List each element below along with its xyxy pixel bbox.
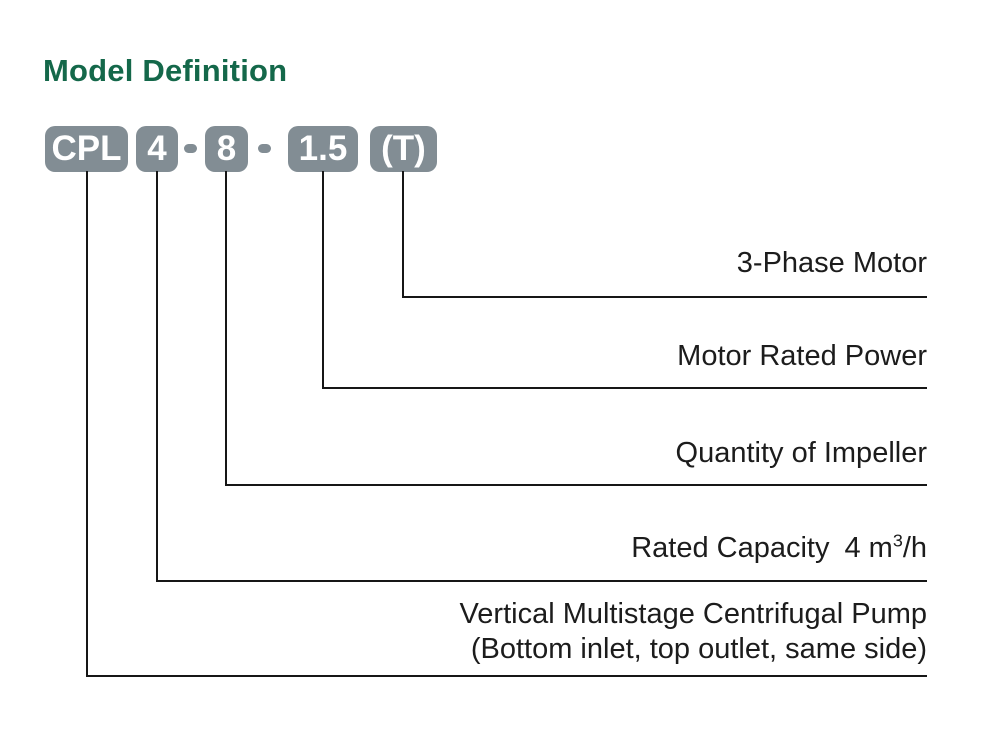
code-box-impeller-quantity: 8 — [205, 126, 248, 172]
connector-capacity-horizontal — [156, 580, 927, 582]
connector-impeller-vertical — [225, 171, 227, 486]
label-series-description: Vertical Multistage Centrifugal Pump (Bo… — [460, 597, 927, 667]
code-box-series: CPL — [45, 126, 128, 172]
page-title: Model Definition — [43, 53, 288, 88]
series-description-line2: (Bottom inlet, top outlet, same side) — [470, 633, 927, 665]
connector-power-horizontal — [322, 387, 927, 389]
rated-capacity-text: Rated Capacity — [631, 532, 830, 564]
connector-series-horizontal — [86, 675, 927, 677]
label-quantity-of-impeller: Quantity of Impeller — [675, 437, 927, 469]
connector-series-vertical — [86, 171, 88, 677]
connector-power-vertical — [322, 171, 324, 389]
code-box-rated-capacity: 4 — [136, 126, 178, 172]
code-box-motor-phase: (T) — [370, 126, 437, 172]
rated-capacity-value: 4 m3/h — [844, 530, 927, 564]
code-box-motor-power: 1.5 — [288, 126, 358, 172]
connector-capacity-vertical — [156, 171, 158, 582]
label-3-phase-motor: 3-Phase Motor — [736, 247, 927, 279]
connector-impeller-horizontal — [225, 484, 927, 486]
connector-phase-horizontal — [402, 296, 927, 298]
connector-phase-vertical — [402, 171, 404, 298]
label-rated-capacity: Rated Capacity 4 m3/h — [631, 531, 927, 566]
series-description-line1: Vertical Multistage Centrifugal Pump — [459, 598, 927, 630]
separator-dash-icon — [258, 144, 271, 153]
separator-dash-icon — [184, 144, 197, 153]
label-motor-rated-power: Motor Rated Power — [677, 340, 927, 372]
